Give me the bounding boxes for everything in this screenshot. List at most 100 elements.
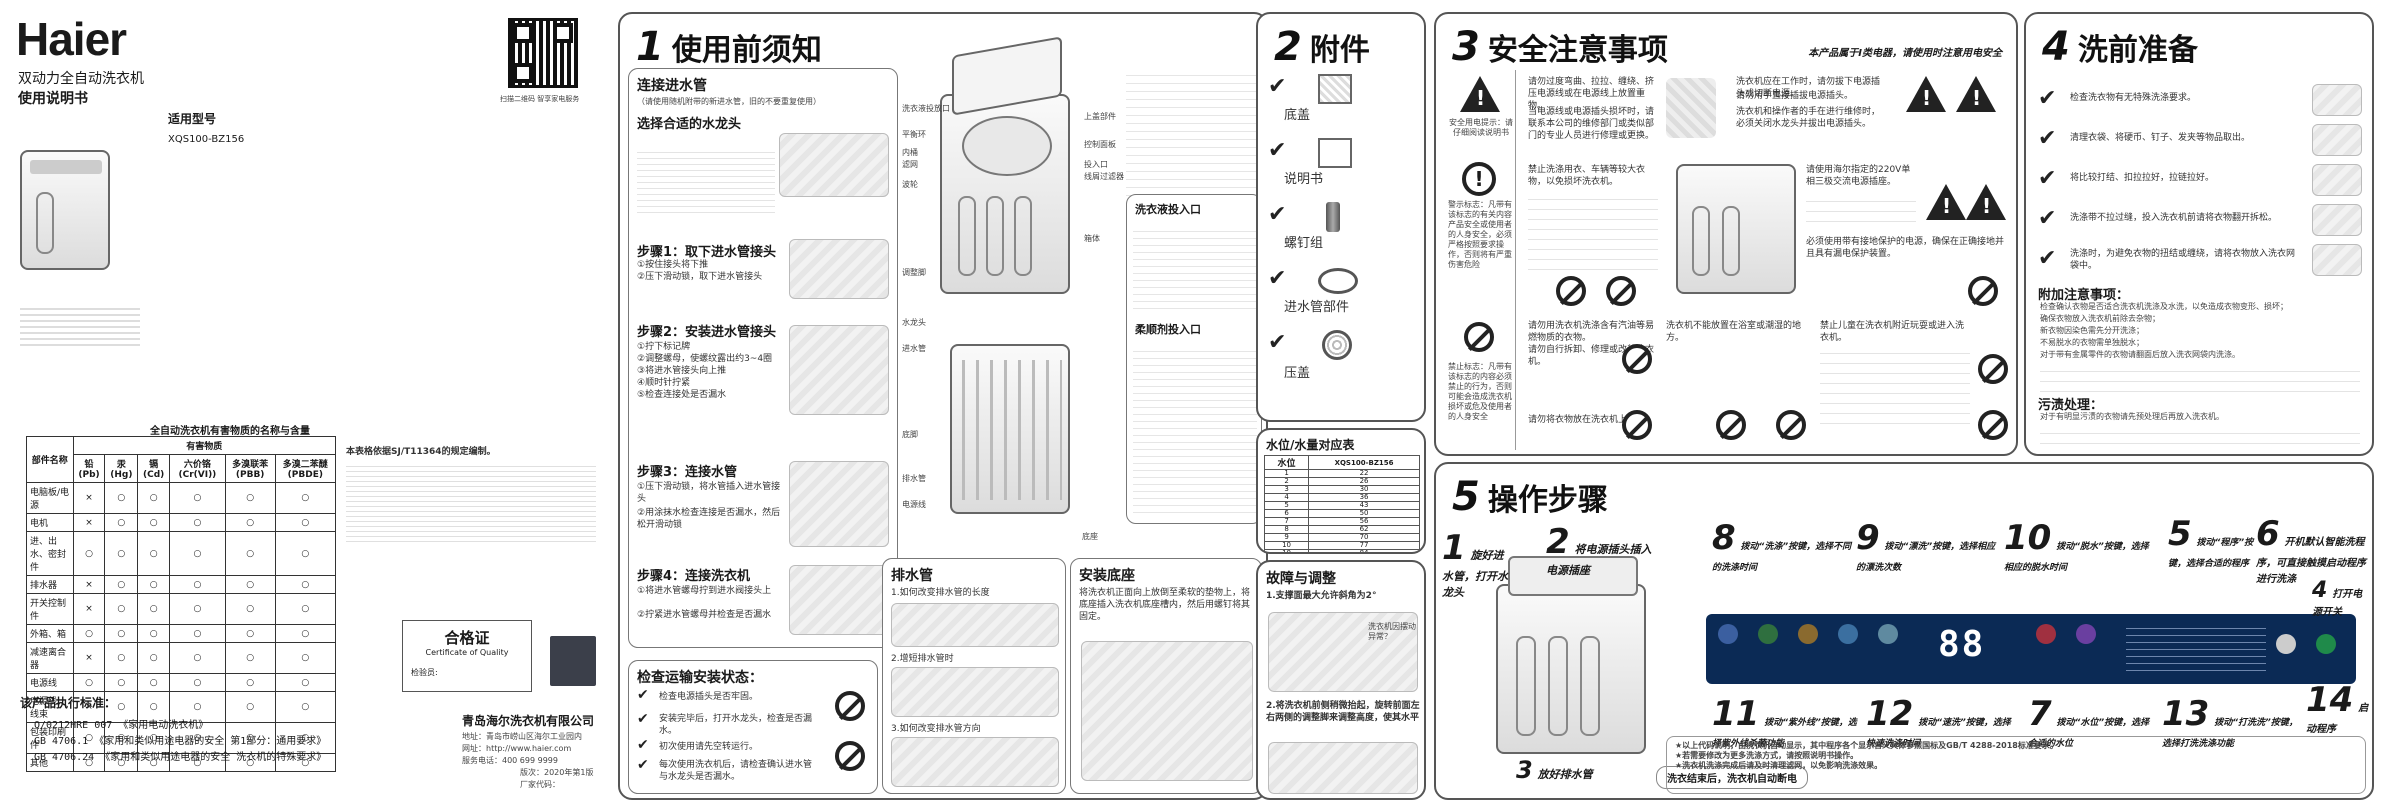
drain-item: 3.如何改变排水管方向 (891, 724, 981, 734)
model-label: 适用型号 (168, 112, 217, 126)
table-cell: ○ (274, 624, 337, 643)
prewash-drawing (2312, 204, 2362, 236)
check-icon: ✔ (2038, 166, 2057, 191)
section-number: 1 (636, 24, 664, 70)
op-step-callout: 13 拨动“打洗洗”按键，选择打洗洗涤功能 (2162, 694, 2302, 750)
table-cell: 开关控制件 (26, 593, 74, 625)
hazard-header: 汞(Hg) (104, 454, 139, 483)
warning-icon (1926, 184, 1966, 220)
accessory-item: ✔ 压盖 (1268, 330, 1418, 390)
control-button[interactable] (1878, 624, 1898, 644)
op-step-text: 拨动“水位”按键，选择合适的水位 (2028, 718, 2150, 749)
table-cell: ○ (274, 673, 337, 692)
washer-top-diagram (940, 36, 1070, 294)
no-sign-icon (1622, 344, 1652, 374)
check-icon: ✔ (1268, 202, 1287, 227)
table-cell: ○ (274, 593, 337, 625)
factory-code: 厂家代码： (520, 780, 560, 789)
control-button[interactable] (2076, 624, 2096, 644)
table-cell: 电脑板/电源 (26, 482, 74, 514)
no-sign-icon (835, 741, 865, 771)
step1-item: ②压下滑动锁，取下进水管接头 (637, 272, 763, 282)
table-cell: ○ (72, 531, 106, 576)
control-button[interactable] (1838, 624, 1858, 644)
table-cell: ○ (169, 482, 226, 514)
company-address: 地址：青岛市崂山区海尔工业园内 (462, 732, 582, 741)
op-step-callout: 5 拨动“程序”按键，选择合适的程序 (2168, 514, 2254, 570)
warning-icon (1906, 76, 1946, 112)
op-step-text: 拨动“脱水”按键，选择相应的脱水时间 (2004, 542, 2149, 573)
step1-drawing (789, 239, 889, 299)
base-box: 安装底座 将洗衣机正面向上放倒至柔软的垫物上，将底座插入洗衣机底座槽内，然后用螺… (1070, 558, 1262, 794)
op-step-callout: 7 拨动“水位”按键，选择合适的水位 (2028, 694, 2158, 750)
power-button[interactable] (2316, 634, 2336, 654)
table-row: 包装印刷件○○○○○○ (26, 722, 337, 754)
prewash-item: ✔ 洗涤时，为避免衣物的扭结或缠绕，请将衣物放入洗衣网袋中。 (2038, 244, 2364, 278)
part-label: 调整脚 (902, 268, 926, 277)
hazard-table: 部件名称 有害物质 铅(Pb)汞(Hg)镉(Cd)六价铬(Cr(VI))多溴联苯… (26, 436, 337, 772)
prewash-drawing (2312, 244, 2362, 276)
section-before-use: 1 使用前须知 连接进水管 （请使用随机附带的新进水管，旧的不要重复使用） 选择… (618, 12, 1268, 800)
safety-item: 请勿过度弯曲、拉拉、缠绕、挤压电源线或在电源线上放置重物。 (1528, 77, 1655, 111)
check-icon: ✔ (637, 757, 649, 773)
safety-label-column: 安全用电提示：请仔细阅读说明书 ! 警示标志：凡带有该标志的有关内容产品安全或使… (1446, 70, 1516, 450)
safety-label: 安全用电提示：请仔细阅读说明书 (1449, 118, 1513, 137)
screw-icon (1326, 202, 1340, 232)
step1-item: ①按住接头将下推 (637, 260, 709, 270)
fault-drawing (1268, 612, 1418, 692)
safety-item: 洗衣机和操作者的手在进行维修时，必须关闭水龙头并拔出电源插头。 (1736, 107, 1881, 129)
part-label: 水龙头 (902, 318, 926, 327)
table-cell: ○ (224, 722, 276, 754)
model-number: XQS100-BZ156 (168, 134, 245, 145)
table-cell: ○ (169, 624, 226, 643)
check-icon: ✔ (2038, 86, 2057, 111)
step4-drawing (789, 565, 889, 635)
step2-item: ①拧下标记牌 (637, 342, 691, 352)
step2-item: ⑤检查连接处是否漏水 (637, 390, 727, 400)
inlet-box: 连接进水管 （请使用随机附带的新进水管，旧的不要重复使用） 选择合适的水龙头 步… (628, 68, 898, 648)
prewash-drawing (2312, 164, 2362, 196)
section-heading: 安全注意事项 (1487, 33, 1668, 68)
hazard-header: 六价铬(Cr(VI)) (169, 454, 226, 483)
table-cell: ○ (72, 624, 106, 643)
plug-icon (1666, 78, 1716, 138)
table-cell: ○ (137, 575, 171, 594)
table-row: 外箱、箱○○○○○○ (26, 624, 337, 643)
step2-item: ④顺时针拧紧 (637, 378, 691, 388)
water-header: XQS100-BZ156 (1308, 455, 1420, 470)
table-cell: × (72, 575, 106, 594)
accessory-label: 压盖 (1284, 366, 1311, 381)
op-step-text: 拨动“程序”按键，选择合适的程序 (2168, 538, 2254, 569)
op-step-text: 开机默认智能洗程序，可直接触摸启动程序进行洗涤 (2256, 537, 2366, 585)
table-cell: 外箱、箱 (26, 624, 74, 643)
control-button[interactable] (1718, 624, 1738, 644)
safety-item: 请勿用手直接插拔电源插头。 (1736, 91, 1854, 101)
start-pause-button[interactable] (2276, 634, 2296, 654)
table-cell: ○ (169, 642, 226, 674)
control-button[interactable] (2036, 624, 2056, 644)
table-cell: 减速离合器 (26, 642, 74, 674)
safety-text-block (1528, 190, 1658, 270)
check-item: 检查电源插头是否牢固。 (659, 692, 759, 702)
op-step-text: 打开电源开关 (2312, 589, 2363, 618)
check-icon: ✔ (637, 711, 649, 727)
hazard-table-title: 全自动洗衣机有害物质的名称与含量 (150, 426, 310, 437)
step2-item: ③将进水管接头向上推 (637, 366, 727, 376)
safety-item: 禁止洗涤用衣、车辆等较大衣物，以免损坏洗衣机。 (1528, 165, 1646, 187)
control-button[interactable] (1798, 624, 1818, 644)
table-cell: ○ (169, 691, 226, 723)
check-icon: ✔ (1268, 138, 1287, 163)
safety-item: 洗衣机不能放置在浴室或潮湿的地方。 (1666, 321, 1802, 343)
cert-inspector: 检验员: (411, 668, 438, 677)
op-step-text: 将电源插头插入电源插座 (1546, 543, 1652, 577)
op-step-number: 11 (1712, 694, 1760, 734)
table-cell: ○ (169, 673, 226, 692)
op-step-callout: 4 打开电源开关 (2312, 578, 2372, 619)
control-button[interactable] (1758, 624, 1778, 644)
op-step-callout: 10 拨动“脱水”按键，选择相应的脱水时间 (2004, 518, 2154, 574)
op-step-number: 2 (1546, 522, 1570, 562)
hazard-legend (346, 462, 596, 542)
safety-text-block (1820, 344, 1970, 424)
table-cell: × (72, 642, 106, 674)
